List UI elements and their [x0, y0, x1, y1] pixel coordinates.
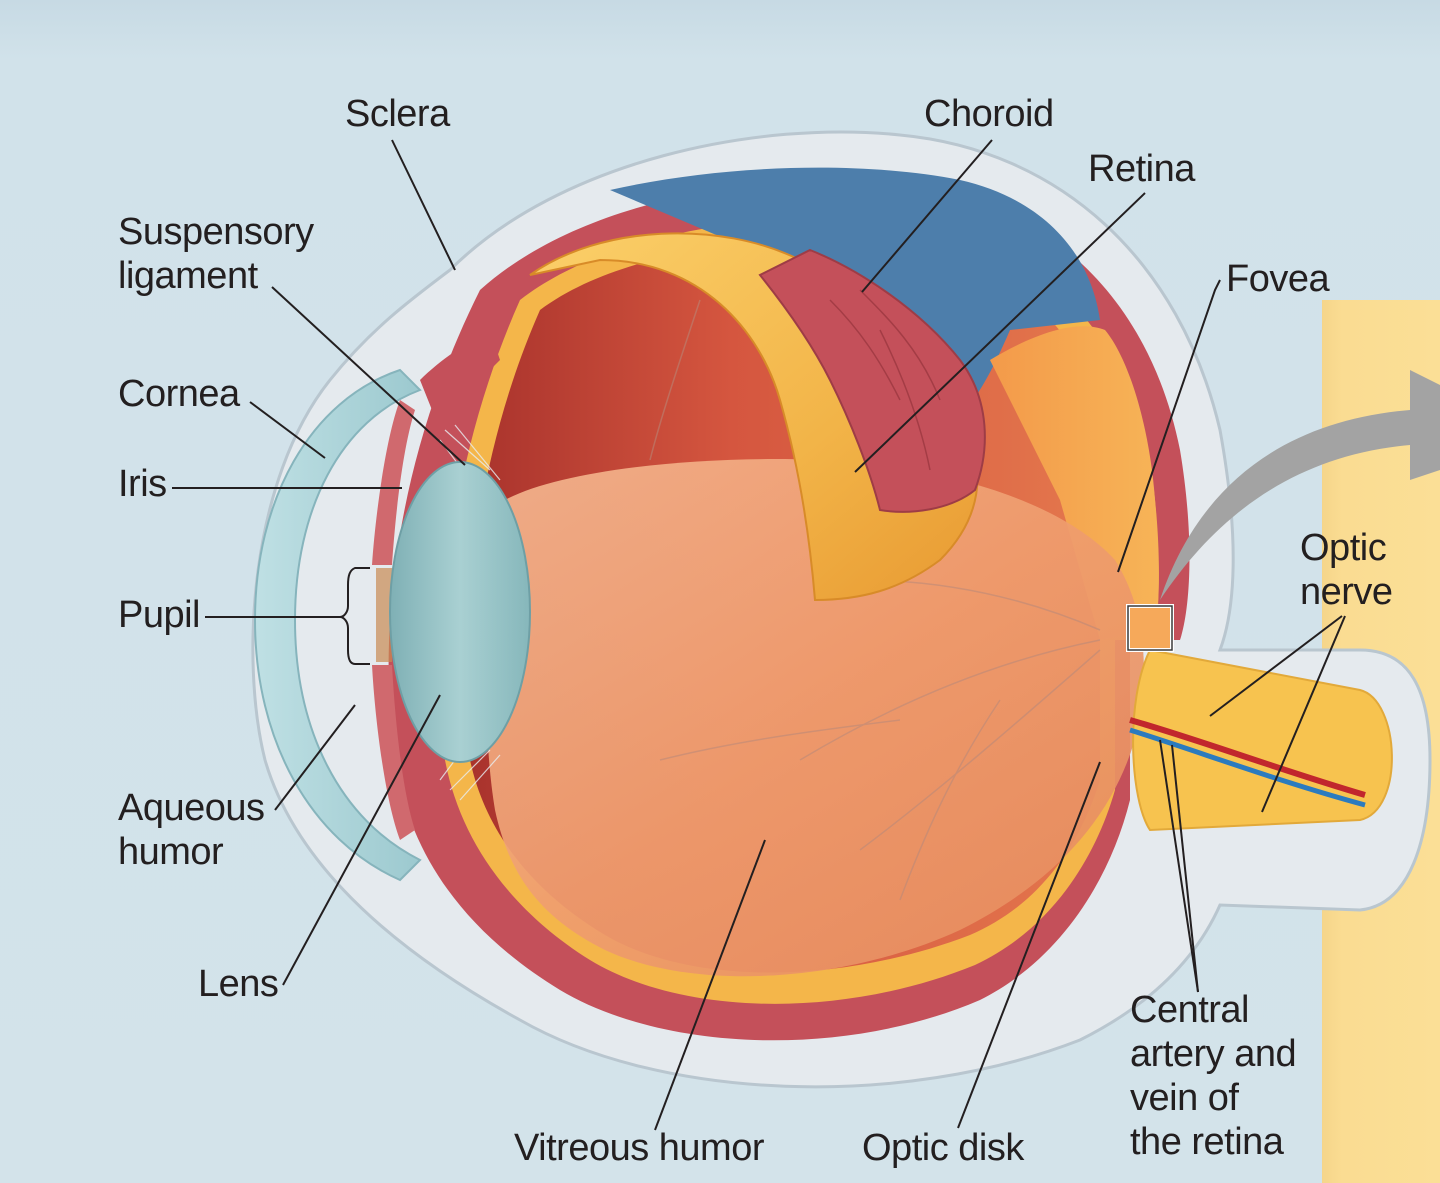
choroid-flap	[758, 248, 986, 513]
label-optic-disk: Optic disk	[862, 1127, 1024, 1169]
cutaway-region	[610, 167, 1100, 430]
leader-aqueous	[274, 704, 356, 811]
label-aqueous-humor: Aqueous humor	[118, 787, 265, 873]
vitreous-humor-body	[486, 459, 1144, 977]
zoom-arrow	[1160, 370, 1440, 600]
leader-cornea	[249, 401, 326, 459]
leader-central-b	[1171, 744, 1199, 993]
choroid-vessels	[829, 289, 941, 471]
label-retina: Retina	[1088, 148, 1195, 190]
cornea-shape	[253, 368, 422, 882]
pupil-opening	[376, 568, 392, 662]
leader-retina	[854, 192, 1146, 473]
lens-shape	[389, 461, 531, 763]
leader-optic-disk	[957, 761, 1101, 1129]
leader-optic-nerve-b	[1261, 615, 1346, 813]
label-central-artery-vein: Central artery and vein of the retina	[1130, 989, 1297, 1163]
leader-choroid	[861, 139, 993, 293]
leader-suspensory	[271, 286, 466, 466]
leader-lens	[282, 694, 441, 986]
ciliary-body	[420, 330, 500, 430]
central-artery	[1129, 717, 1366, 798]
label-suspensory-ligament: Suspensory ligament	[118, 211, 314, 297]
leader-optic-nerve-a	[1209, 615, 1343, 717]
label-cornea: Cornea	[118, 373, 240, 415]
label-optic-nerve: Optic nerve	[1300, 527, 1393, 613]
label-pupil: Pupil	[118, 594, 201, 636]
leader-sclera	[391, 139, 456, 271]
leader-central-a	[1159, 739, 1199, 993]
label-iris: Iris	[118, 463, 167, 505]
label-fovea: Fovea	[1226, 258, 1330, 300]
leader-vitreous	[654, 839, 766, 1131]
fovea-magnifier-box	[1126, 604, 1174, 652]
leader-lines	[172, 139, 1346, 1131]
iris-shape	[372, 400, 415, 840]
label-lens: Lens	[198, 963, 279, 1005]
pupil-bracket	[339, 567, 370, 665]
label-choroid: Choroid	[924, 93, 1054, 135]
leader-fovea	[1117, 279, 1221, 573]
posterior-retina	[990, 326, 1159, 640]
label-vitreous-humor: Vitreous humor	[514, 1127, 764, 1169]
label-sclera: Sclera	[345, 93, 450, 135]
central-vein	[1129, 727, 1366, 808]
